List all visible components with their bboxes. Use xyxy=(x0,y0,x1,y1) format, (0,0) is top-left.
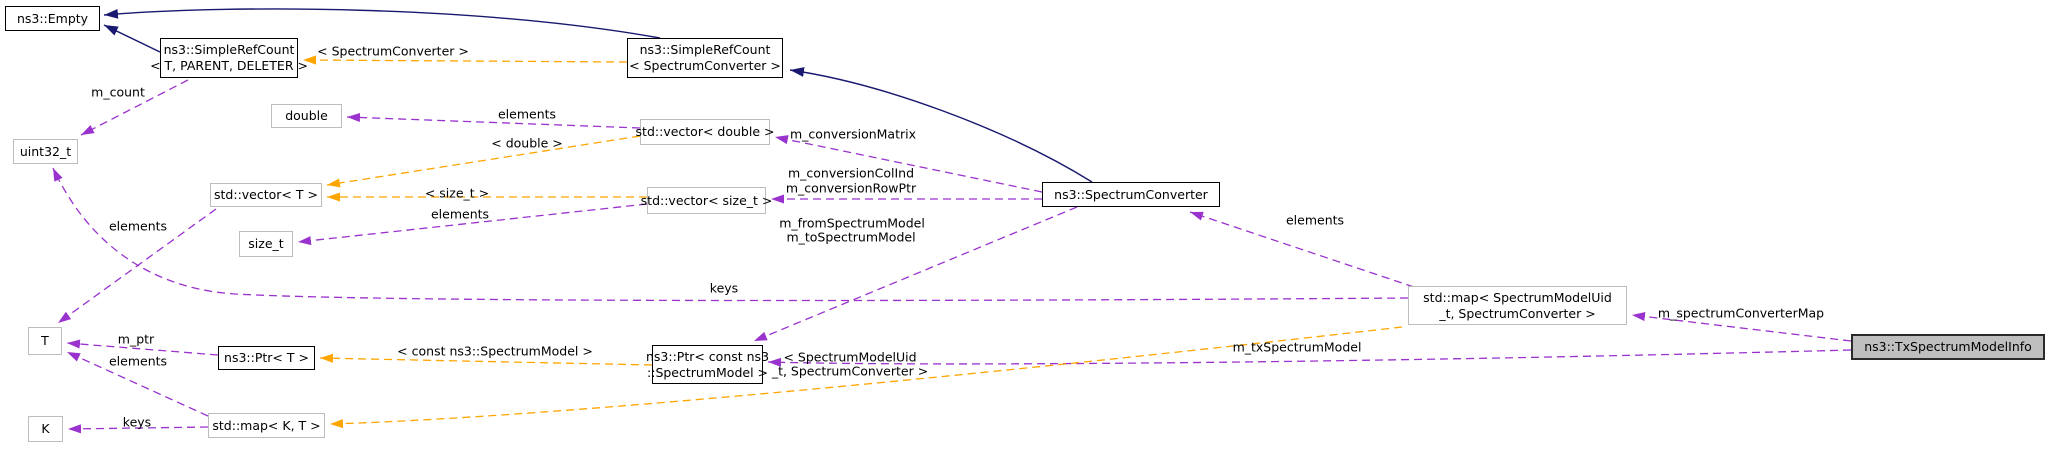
edge-label-elements-size-t: elements xyxy=(430,206,490,222)
edge-tpl-spectrum-converter xyxy=(302,55,628,65)
edge-tpl-map xyxy=(329,326,1403,429)
node-spectrum-converter[interactable]: ns3::SpectrumConverter xyxy=(1042,182,1220,207)
node-uint32-t-label: uint32_t xyxy=(19,143,72,159)
edge-label-elements-double: elements xyxy=(497,106,557,122)
node-simplerefcount-generic[interactable]: ns3::SimpleRefCount < T, PARENT, DELETER… xyxy=(150,38,308,78)
node-t: T xyxy=(28,327,62,355)
edge-elements-vector-t xyxy=(57,208,217,324)
edge-keys-uint32 xyxy=(52,167,1409,302)
node-ptr-t[interactable]: ns3::Ptr< T > xyxy=(218,346,315,370)
node-vector-size-t-label: std::vector< size_t > xyxy=(640,192,773,208)
edge-elements-spectrum-converter xyxy=(1189,211,1415,288)
node-ptr-const-spectrum-model-line2: ::SpectrumModel > xyxy=(647,364,768,380)
node-ns3-empty-label: ns3::Empty xyxy=(16,10,89,26)
edge-label-m-to-spectrum-model: m_toSpectrumModel xyxy=(786,229,916,245)
edge-simplerefcount-to-empty xyxy=(103,24,161,53)
node-vector-t: std::vector< T > xyxy=(210,183,322,207)
node-t-label: T xyxy=(41,333,49,348)
node-k-label: K xyxy=(41,421,50,436)
edge-label-keys-k: keys xyxy=(122,414,152,430)
edge-label-tpl-size-t: < size_t > xyxy=(424,185,490,201)
node-uint32-t: uint32_t xyxy=(13,139,78,164)
node-vector-double: std::vector< double > xyxy=(636,119,774,145)
edge-label-m-conversion-col-ind: m_conversionColInd xyxy=(787,165,915,181)
node-size-t: size_t xyxy=(239,231,293,257)
node-ptr-const-spectrum-model[interactable]: ns3::Ptr< const ns3 ::SpectrumModel > xyxy=(646,345,769,384)
node-simplerefcount-spectrumconverter[interactable]: ns3::SimpleRefCount < SpectrumConverter … xyxy=(627,38,783,78)
node-vector-t-label: std::vector< T > xyxy=(214,187,318,202)
edge-label-keys-uint32: keys xyxy=(709,280,739,296)
node-map-spectrum-model-uid-line1: std::map< SpectrumModelUid xyxy=(1423,289,1612,305)
node-map-k-t: std::map< K, T > xyxy=(208,413,325,438)
node-ptr-t-label: ns3::Ptr< T > xyxy=(224,350,309,365)
edge-label-tpl-spectrum-converter: < SpectrumConverter > xyxy=(317,43,469,59)
edge-label-tpl-map-line1: < SpectrumModelUid xyxy=(783,349,917,365)
edge-m-tx-spectrum-model xyxy=(767,349,1852,367)
node-vector-size-t: std::vector< size_t > xyxy=(641,187,772,214)
node-simplerefcount-spectrumconverter-line1: ns3::SimpleRefCount xyxy=(639,42,771,57)
edge-label-m-count: m_count xyxy=(91,84,145,100)
edge-tpl-double xyxy=(326,135,641,188)
edge-label-m-ptr: m_ptr xyxy=(117,331,155,347)
edge-m-count xyxy=(80,79,189,136)
edge-tpl-const-spectrum-model xyxy=(319,353,653,366)
edge-m-spectrum-converter-map xyxy=(1631,312,1852,342)
node-simplerefcount-generic-line1: ns3::SimpleRefCount xyxy=(163,42,295,57)
edge-label-m-tx-spectrum-model: m_txSpectrumModel xyxy=(1232,339,1362,355)
edge-label-tpl-double: < double > xyxy=(491,135,563,151)
node-map-spectrum-model-uid: std::map< SpectrumModelUid _t, SpectrumC… xyxy=(1408,286,1627,325)
node-ptr-const-spectrum-model-line1: ns3::Ptr< const ns3 xyxy=(645,348,770,364)
edge-label-tpl-const-spectrum-model: < const ns3::SpectrumModel > xyxy=(397,343,593,359)
edge-elements-double xyxy=(346,112,641,129)
node-tx-spectrum-model-info: ns3::TxSpectrumModelInfo xyxy=(1851,334,2045,360)
edge-label-m-conversion-row-ptr: m_conversionRowPtr xyxy=(785,180,917,196)
edge-label-tpl-map-line2: _t, SpectrumConverter > xyxy=(771,363,929,379)
edge-label-m-from-spectrum-model: m_fromSpectrumModel xyxy=(779,215,925,231)
edge-keys-k xyxy=(67,424,209,434)
edge-label-elements-vector-t: elements xyxy=(108,218,168,234)
node-spectrum-converter-label: ns3::SpectrumConverter xyxy=(1054,186,1208,202)
edge-spectrumconverter-to-simplerefcount-sc xyxy=(789,67,1093,183)
node-double-label: double xyxy=(285,108,328,123)
edge-label-m-conversion-matrix: m_conversionMatrix xyxy=(789,126,917,142)
node-k: K xyxy=(28,416,63,442)
edge-label-elements-spectrum-converter: elements xyxy=(1285,212,1345,228)
node-size-t-label: size_t xyxy=(248,236,284,251)
edge-simplerefcount-sc-to-empty xyxy=(103,8,661,39)
node-simplerefcount-spectrumconverter-line2: < SpectrumConverter > xyxy=(629,58,781,73)
node-tx-spectrum-model-info-label: ns3::TxSpectrumModelInfo xyxy=(1864,339,2032,354)
edge-label-elements-map-k-t: elements xyxy=(108,353,168,369)
edge-m-conversion-matrix xyxy=(774,135,1043,193)
node-map-k-t-label: std::map< K, T > xyxy=(212,417,321,433)
edge-elements-size-t xyxy=(297,203,648,246)
node-map-spectrum-model-uid-line2: _t, SpectrumConverter > xyxy=(1439,305,1596,321)
edge-label-m-spectrum-converter-map: m_spectrumConverterMap xyxy=(1657,305,1825,321)
node-ns3-empty[interactable]: ns3::Empty xyxy=(5,6,100,31)
node-double: double xyxy=(271,104,342,128)
node-vector-double-label: std::vector< double > xyxy=(635,124,775,139)
node-simplerefcount-generic-line2: < T, PARENT, DELETER > xyxy=(150,58,308,73)
edge-m-from-to-spectrum-model xyxy=(753,206,1078,342)
